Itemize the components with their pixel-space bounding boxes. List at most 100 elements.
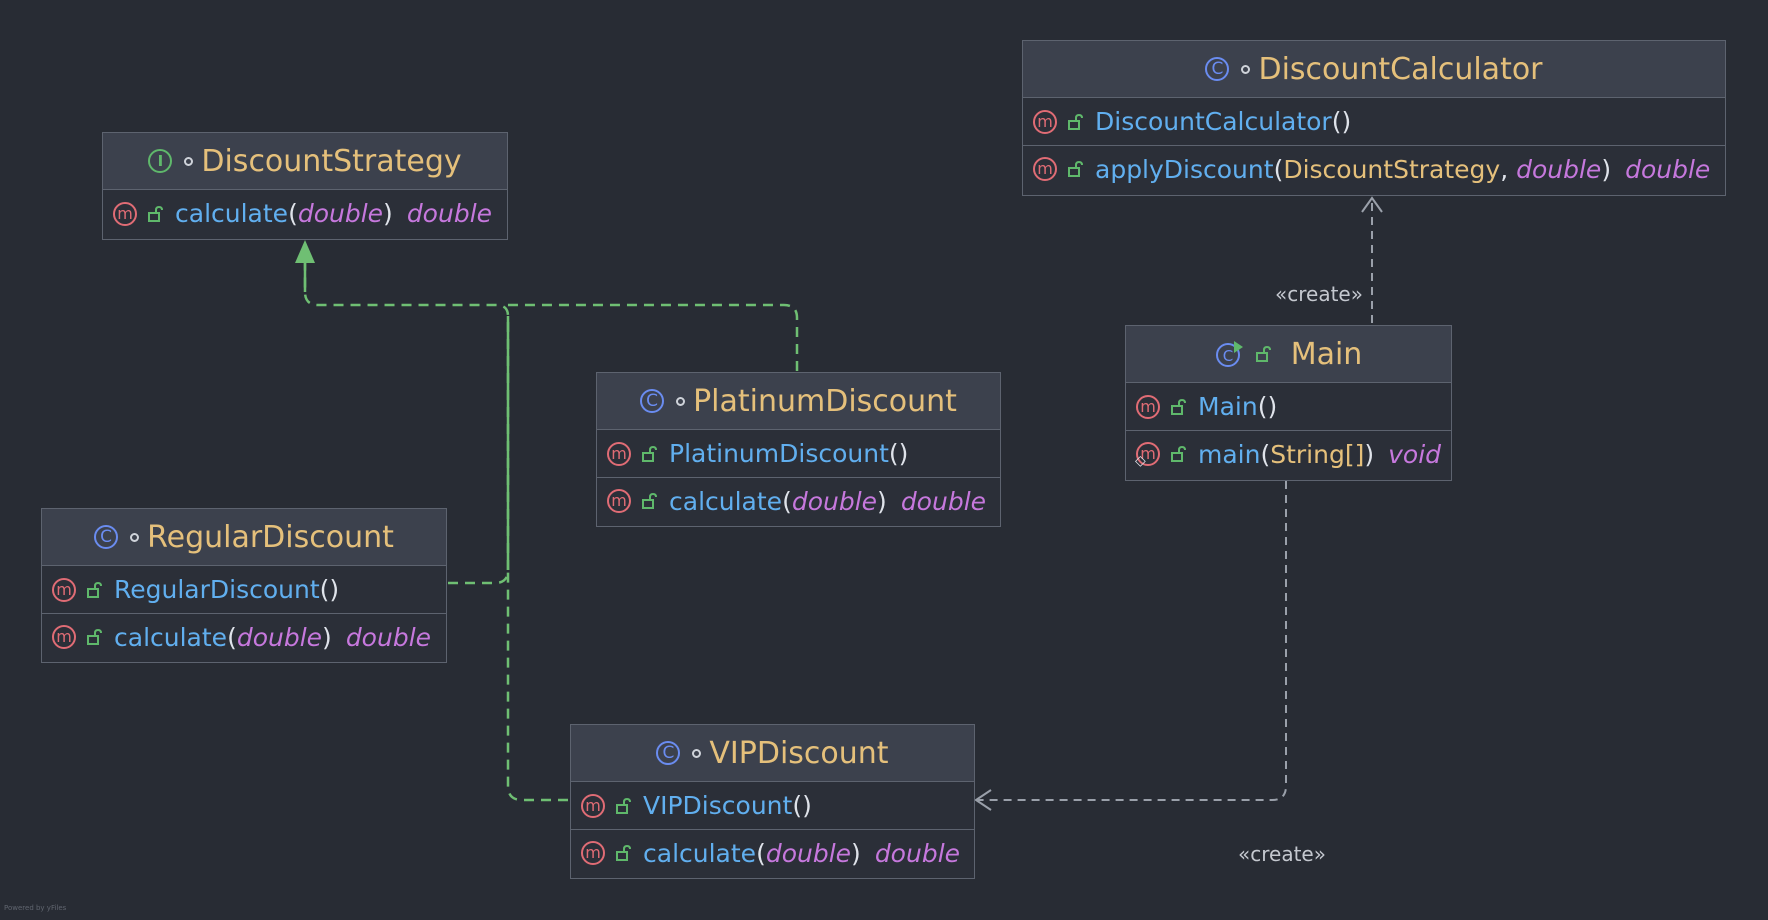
method-icon: m [52, 625, 76, 649]
return-type: double [874, 838, 961, 868]
class-header: I DiscountStrategy [103, 133, 507, 190]
method-icon: m [607, 441, 631, 466]
param-type: String[] [1270, 439, 1365, 469]
public-lock-icon [642, 445, 657, 462]
static-marker-icon: ◇ [1135, 453, 1146, 469]
public-lock-icon [1171, 398, 1186, 415]
edge-vip-implements-strategy [506, 570, 568, 802]
method-name: applyDiscount [1095, 154, 1274, 184]
param-type: DiscountStrategy [1283, 154, 1501, 184]
close-paren: ) [1364, 439, 1375, 469]
parens: () [1257, 392, 1278, 421]
class-vip-discount[interactable]: C VIPDiscount m VIPDiscount () m calcula… [570, 724, 975, 879]
class-discount-strategy[interactable]: I DiscountStrategy m calculate ( double … [102, 132, 508, 240]
method-icon: m [607, 489, 631, 513]
open-paren: ( [288, 199, 298, 228]
class-regular-discount[interactable]: C RegularDiscount m RegularDiscount () m… [41, 508, 447, 663]
method-icon: m [1136, 394, 1160, 419]
class-header: C DiscountCalculator [1023, 41, 1725, 98]
class-name: Main [1290, 336, 1363, 372]
public-lock-icon [1171, 445, 1186, 462]
open-paren: ( [227, 622, 237, 652]
create-arrowhead-calculator [1361, 196, 1383, 213]
close-paren: ) [322, 622, 332, 652]
visibility-dot-icon [692, 748, 702, 758]
edge-label-create: «create» [1238, 842, 1326, 866]
method-row[interactable]: m calculate ( double ) double [571, 829, 974, 876]
method-name: calculate [175, 199, 289, 228]
return-type: double [900, 486, 987, 516]
method-row[interactable]: m Main () [1126, 383, 1451, 430]
method-icon: m [1033, 157, 1057, 181]
public-lock-icon [1255, 345, 1271, 362]
class-name: DiscountStrategy [201, 143, 462, 179]
method-icon: m [113, 201, 137, 226]
public-lock-icon [616, 797, 631, 814]
param-type: double [791, 486, 878, 516]
method-icon: m [581, 841, 605, 865]
class-icon: C [640, 389, 665, 413]
class-header: C VIPDiscount [571, 725, 974, 782]
visibility-dot-icon [676, 396, 686, 406]
method-icon: m [52, 577, 76, 602]
class-main[interactable]: C Main m Main () m ◇ main ( String[] ) v… [1125, 325, 1452, 481]
class-platinum-discount[interactable]: C PlatinumDiscount m PlatinumDiscount ()… [596, 372, 1001, 527]
class-icon: C [656, 741, 681, 765]
class-name: DiscountCalculator [1258, 51, 1543, 87]
method-name: calculate [114, 622, 228, 652]
close-paren: ) [1601, 154, 1612, 184]
visibility-dot-icon [1241, 64, 1251, 74]
return-type: void [1388, 439, 1442, 469]
edge-platinum-implements-strategy [505, 303, 799, 371]
edge-main-creates-vip [978, 481, 1287, 801]
method-row[interactable]: m RegularDiscount () [42, 566, 446, 613]
class-discount-calculator[interactable]: C DiscountCalculator m DiscountCalculato… [1022, 40, 1726, 196]
open-paren: ( [1273, 154, 1284, 184]
method-name: Main [1198, 392, 1258, 421]
method-row[interactable]: m VIPDiscount () [571, 782, 974, 829]
parens: () [792, 791, 812, 820]
close-paren: ) [383, 199, 393, 228]
close-paren: ) [851, 838, 861, 868]
footer-credit: Powered by yFiles [4, 904, 67, 912]
edge-regular-implements-strategy [303, 258, 510, 585]
param-type: double [1516, 154, 1602, 184]
method-icon: m [581, 793, 605, 818]
method-row[interactable]: m applyDiscount ( DiscountStrategy , dou… [1023, 145, 1725, 192]
open-paren: ( [782, 486, 792, 516]
method-name: PlatinumDiscount [669, 439, 889, 468]
edge-label-create: «create» [1275, 282, 1363, 306]
method-name: RegularDiscount [114, 575, 320, 604]
class-name: VIPDiscount [709, 735, 889, 771]
open-paren: ( [1260, 439, 1271, 469]
method-row[interactable]: m calculate ( double ) double [597, 477, 1000, 524]
method-icon: m [1136, 442, 1160, 466]
open-paren: ( [756, 838, 766, 868]
runnable-class-icon: C [1215, 341, 1243, 367]
method-row[interactable]: m DiscountCalculator () [1023, 98, 1725, 145]
param-type: double [765, 838, 852, 868]
method-row[interactable]: m calculate ( double ) double [103, 190, 507, 237]
public-lock-icon [87, 628, 102, 645]
method-name: VIPDiscount [643, 791, 793, 820]
realization-arrowhead [295, 240, 315, 263]
class-icon: C [1205, 57, 1230, 81]
method-icon: m [1033, 109, 1057, 134]
method-row[interactable]: m PlatinumDiscount () [597, 430, 1000, 477]
parens: () [1331, 107, 1352, 136]
method-row[interactable]: m calculate ( double ) double [42, 613, 446, 660]
close-paren: ) [877, 486, 887, 516]
public-lock-icon [642, 492, 657, 509]
method-name: calculate [669, 486, 783, 516]
comma: , [1500, 154, 1517, 184]
parens: () [888, 439, 909, 468]
method-name: DiscountCalculator [1095, 107, 1332, 136]
visibility-dot-icon [130, 532, 140, 542]
param-type: double [297, 199, 384, 228]
method-name: main [1198, 439, 1261, 469]
method-row[interactable]: m ◇ main ( String[] ) void [1126, 430, 1451, 477]
visibility-dot-icon [184, 156, 194, 166]
return-type: double [1625, 154, 1711, 184]
